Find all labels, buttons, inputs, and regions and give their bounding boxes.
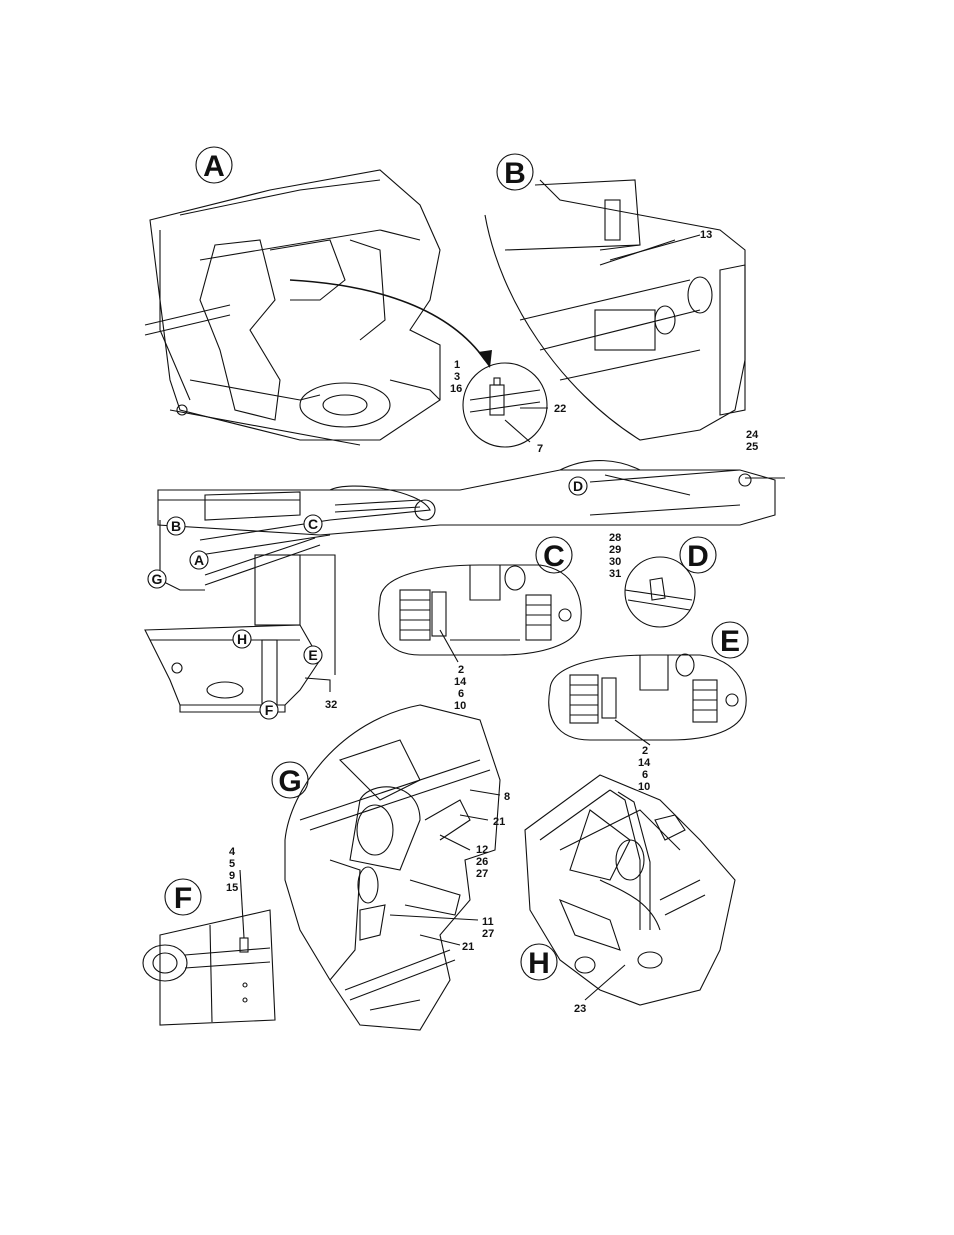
callout-b-13: 13: [700, 229, 712, 241]
svg-text:H: H: [237, 631, 247, 647]
overview-marker-b: B: [166, 516, 186, 536]
callout-a-22: 22: [554, 403, 566, 415]
svg-text:F: F: [265, 702, 274, 718]
svg-text:15: 15: [226, 882, 238, 894]
svg-text:14: 14: [638, 757, 651, 769]
overview-marker-d: D: [568, 476, 588, 496]
section-c-badge: C: [535, 536, 573, 574]
svg-text:2: 2: [642, 745, 648, 757]
svg-text:10: 10: [638, 781, 650, 793]
svg-text:26: 26: [476, 856, 488, 868]
svg-text:1: 1: [454, 359, 460, 371]
overview-marker-e: E: [303, 645, 323, 665]
svg-text:14: 14: [454, 676, 467, 688]
callout-e-stack: 2 14 6 10: [638, 745, 651, 793]
section-d-badge: D: [679, 536, 717, 574]
section-f-badge: F: [164, 878, 202, 916]
section-g-badge: G: [271, 761, 309, 799]
callout-g-8: 8: [504, 791, 510, 803]
callout-overview-32: 32: [325, 699, 337, 711]
view-b: B 13: [484, 153, 746, 441]
callout-top-right: 24 25: [746, 429, 759, 453]
view-a: A 1 3 16 22 7: [144, 146, 566, 455]
svg-text:A: A: [203, 150, 225, 183]
svg-text:G: G: [278, 765, 301, 798]
callout-f-stack: 4 5 9 15: [226, 846, 238, 894]
svg-text:H: H: [528, 947, 550, 980]
svg-text:C: C: [308, 516, 318, 532]
svg-text:11: 11: [482, 916, 494, 928]
overview-view: B C D A G H E F 32: [144, 429, 785, 720]
svg-text:F: F: [174, 882, 192, 915]
svg-text:3: 3: [454, 371, 460, 383]
svg-text:G: G: [152, 571, 163, 587]
view-g: G 8 21 12 26 27 11 27 21: [271, 704, 510, 1031]
svg-text:25: 25: [746, 441, 758, 453]
svg-text:16: 16: [450, 383, 462, 395]
svg-text:6: 6: [458, 688, 464, 700]
callout-g-21b: 21: [462, 941, 474, 953]
svg-text:D: D: [573, 478, 583, 494]
overview-marker-c: C: [303, 514, 323, 534]
svg-text:29: 29: [609, 544, 621, 556]
svg-text:24: 24: [746, 429, 759, 441]
svg-text:27: 27: [482, 928, 494, 940]
view-e: E 2 14 6 10: [548, 621, 749, 793]
svg-text:D: D: [687, 540, 709, 573]
callout-d-stack: 28 29 30 31: [609, 532, 621, 580]
svg-text:6: 6: [642, 769, 648, 781]
callout-g-stack-b: 11 27: [482, 916, 494, 940]
svg-text:4: 4: [229, 846, 236, 858]
svg-text:B: B: [504, 157, 526, 190]
svg-text:B: B: [171, 518, 181, 534]
callout-a-stack: 1 3 16: [450, 359, 462, 395]
overview-marker-g: G: [147, 569, 167, 589]
overview-marker-h: H: [232, 629, 252, 649]
svg-text:A: A: [194, 552, 204, 568]
svg-text:E: E: [308, 647, 317, 663]
svg-text:10: 10: [454, 700, 466, 712]
callout-g-stack-a: 12 26 27: [476, 844, 488, 880]
callout-h-23: 23: [574, 1003, 586, 1015]
callout-a-7: 7: [537, 443, 543, 455]
svg-text:30: 30: [609, 556, 621, 568]
callout-g-21a: 21: [493, 816, 505, 828]
view-h: H 23: [520, 774, 736, 1015]
svg-text:31: 31: [609, 568, 621, 580]
overview-marker-a: A: [189, 550, 209, 570]
svg-text:27: 27: [476, 868, 488, 880]
svg-text:E: E: [720, 625, 740, 658]
svg-text:5: 5: [229, 858, 235, 870]
view-d: D 28 29 30 31: [609, 532, 717, 628]
callout-c-stack: 2 14 6 10: [454, 664, 467, 712]
section-a-badge: A: [195, 146, 233, 184]
section-h-badge: H: [520, 943, 558, 981]
svg-text:28: 28: [609, 532, 621, 544]
overview-marker-f: F: [259, 700, 279, 720]
svg-text:9: 9: [229, 870, 235, 882]
svg-text:2: 2: [458, 664, 464, 676]
section-e-badge: E: [711, 621, 749, 659]
section-b-badge: B: [496, 153, 534, 191]
view-f: F 4 5 9 15: [142, 846, 276, 1026]
svg-text:12: 12: [476, 844, 488, 856]
view-c: C 2 14 6 10: [378, 536, 582, 712]
svg-text:C: C: [543, 540, 565, 573]
